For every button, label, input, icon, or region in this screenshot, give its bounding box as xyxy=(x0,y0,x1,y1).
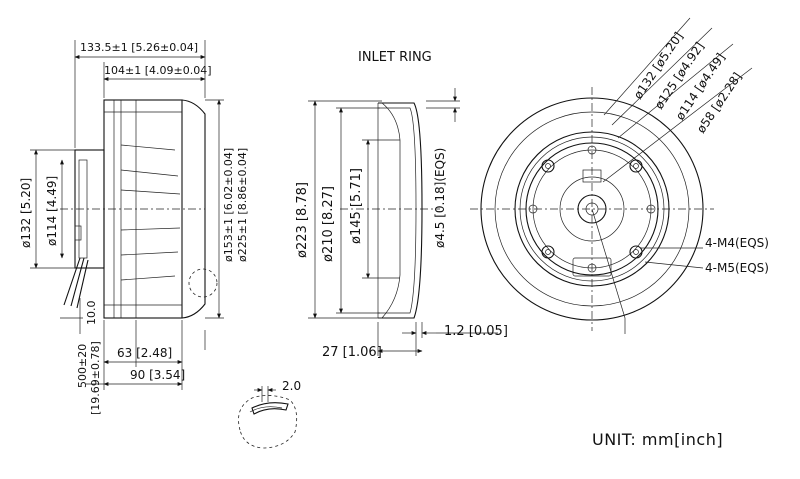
dim-overall-length: 133.5±1 [5.26±0.04] xyxy=(80,41,198,54)
dim-ring-depth: 27 [1.06] xyxy=(322,345,382,360)
front-view: ø132 [ø5.20] ø125 [ø4.92] ø114 [ø4.49] ø… xyxy=(470,17,769,334)
inlet-ring-view: INLET RING ø223 [8.78] ø210 [8.27] ø145 … xyxy=(295,50,508,360)
dim-blade-thickness: 2.0 xyxy=(282,379,301,393)
dim-d223: ø223 [8.78] xyxy=(295,182,310,258)
side-view: 133.5±1 [5.26±0.04] 104±1 [4.09±0.04] ø1… xyxy=(19,40,249,415)
dim-90: 90 [3.54] xyxy=(130,368,185,382)
dim-strip-length: 10.0 xyxy=(85,301,98,326)
dim-lead-length-inch: [19.69±0.78] xyxy=(89,341,102,415)
dim-lead-length: 500±20 xyxy=(76,344,89,388)
dim-d132: ø132 [5.20] xyxy=(19,178,33,248)
mount-holes xyxy=(528,145,656,273)
unit-note: UNIT: mm[inch] xyxy=(592,430,723,449)
dim-d210: ø210 [8.27] xyxy=(321,186,336,262)
dim-d225: ø225±1 [8.86±0.04] xyxy=(236,148,249,262)
callout-m5: 4-M5(EQS) xyxy=(705,261,769,275)
blade-detail: 2.0 xyxy=(238,379,301,449)
callout-m4: 4-M4(EQS) xyxy=(705,236,769,250)
dim-d114: ø114 [4.49] xyxy=(45,176,59,246)
dim-63: 63 [2.48] xyxy=(117,346,172,360)
inlet-ring-title: INLET RING xyxy=(358,50,432,65)
dim-wheel-length: 104±1 [4.09±0.04] xyxy=(104,64,212,77)
dim-hole: ø4.5 [0.18](EQS) xyxy=(433,148,447,248)
dim-d145: ø145 [5.71] xyxy=(349,168,364,244)
dim-ring-thickness: 1.2 [0.05] xyxy=(444,324,508,339)
dim-d153: ø153±1 [6.02±0.04] xyxy=(222,148,235,262)
